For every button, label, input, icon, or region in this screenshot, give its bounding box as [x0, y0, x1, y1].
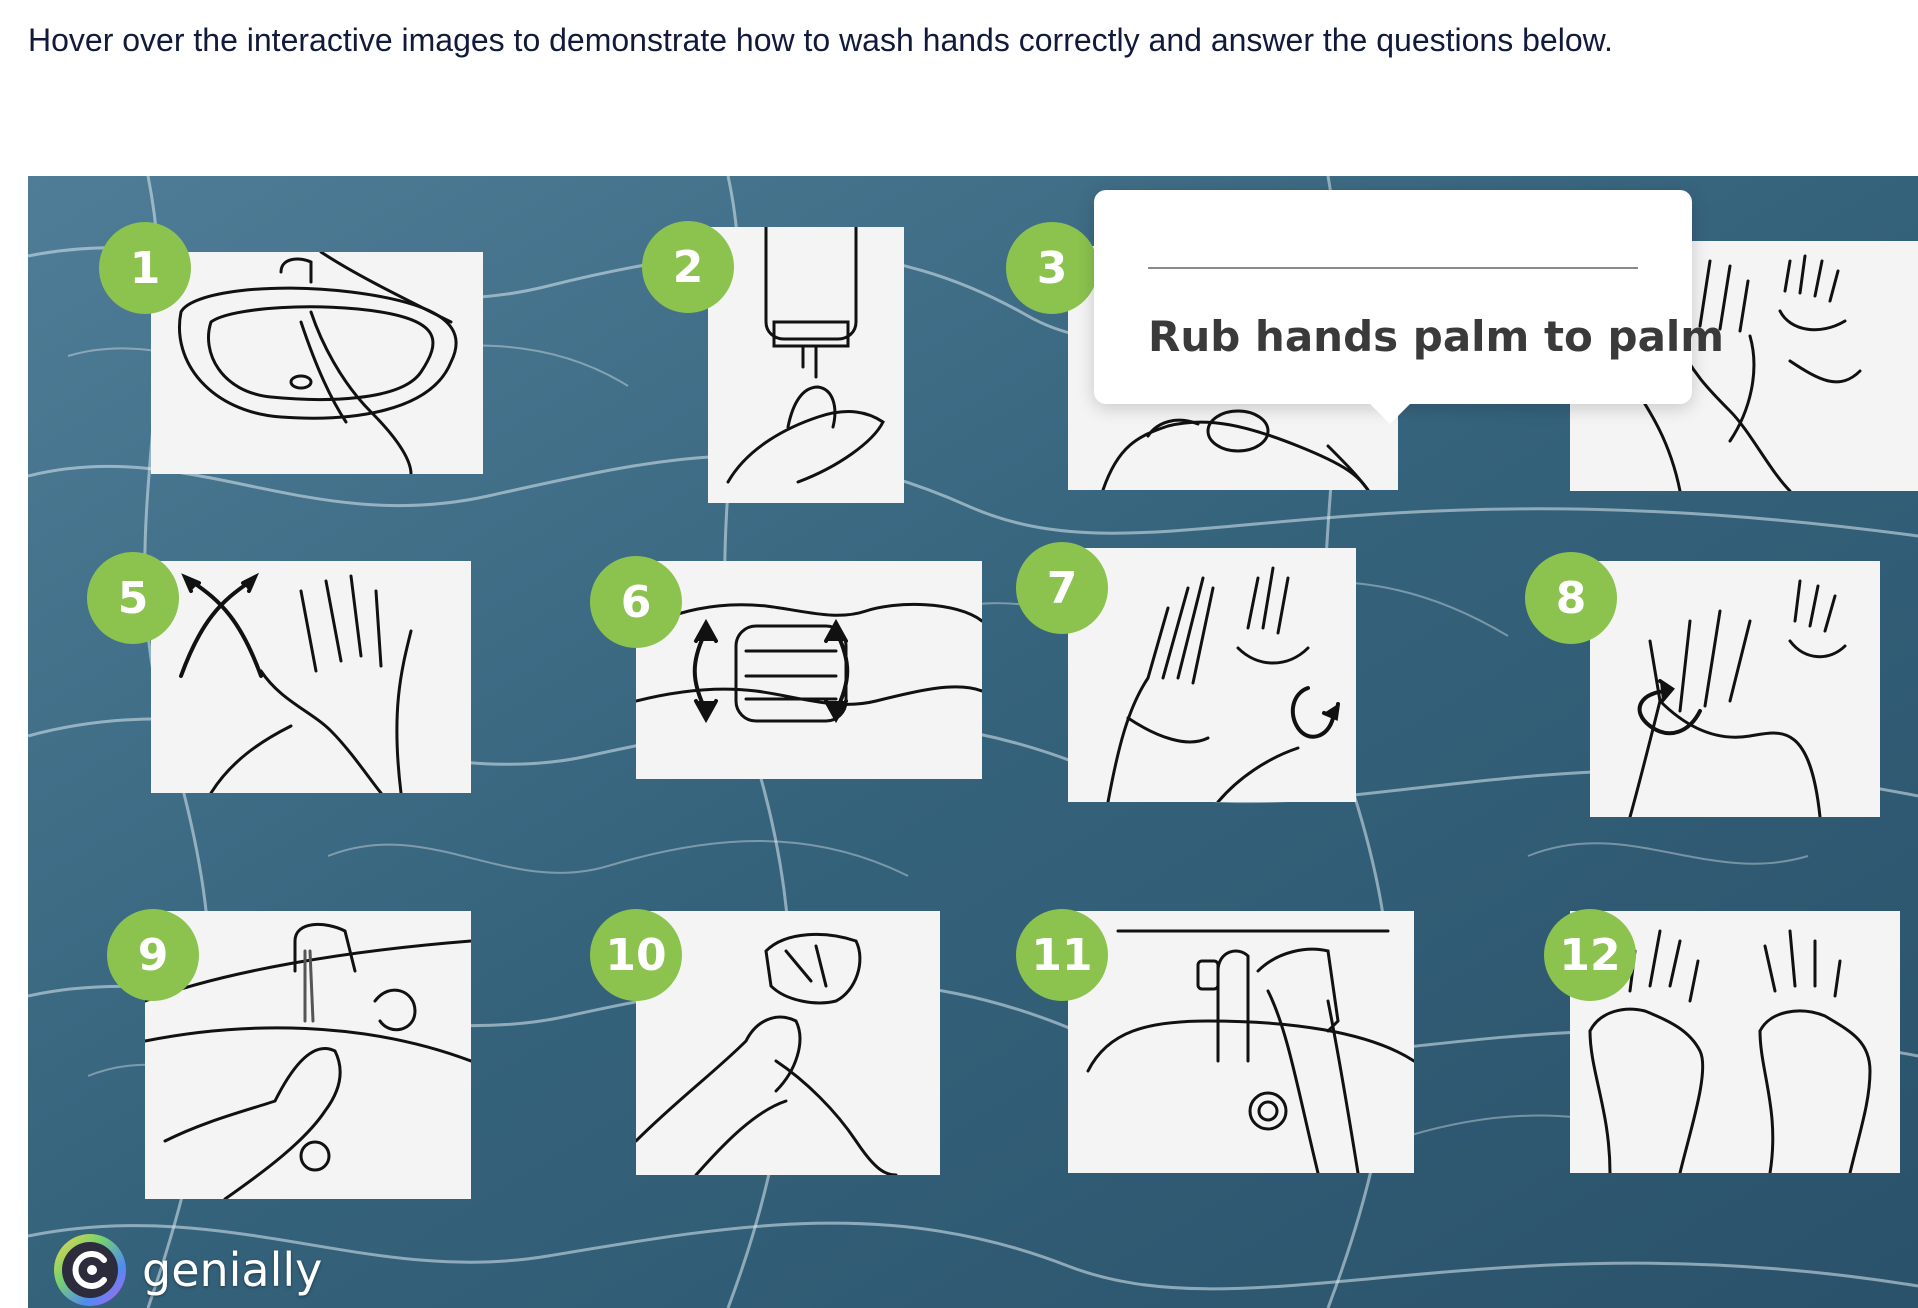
sink-tap-icon	[178, 252, 458, 474]
step-6-image[interactable]	[636, 561, 982, 779]
step-8-image[interactable]	[1590, 561, 1880, 817]
step-11-badge[interactable]: 11	[1016, 909, 1108, 1001]
tooltip-arrow	[1370, 404, 1410, 424]
step-7-image[interactable]	[1068, 548, 1356, 802]
genially-logo-text: genially	[142, 1243, 323, 1297]
interactive-image-area: 1 2 3	[28, 176, 1918, 1308]
step-3-tooltip: Rub hands palm to palm	[1094, 190, 1724, 424]
step-5-image[interactable]	[151, 561, 471, 793]
turn-off-tap-with-towel-icon	[1086, 929, 1414, 1173]
step-7-badge[interactable]: 7	[1016, 542, 1108, 634]
palm-to-palm-icon	[1101, 409, 1370, 490]
dry-with-towel-icon	[636, 932, 898, 1175]
genially-logo[interactable]: genially	[50, 1230, 322, 1308]
step-3-badge[interactable]: 3	[1006, 222, 1098, 314]
step-1-badge[interactable]: 1	[99, 222, 191, 314]
genially-logo-icon	[54, 1234, 126, 1306]
step-9-image[interactable]	[145, 911, 471, 1199]
tooltip-divider	[1148, 267, 1638, 269]
step-12-badge[interactable]: 12	[1544, 909, 1636, 1001]
soap-dispenser-icon	[726, 227, 885, 484]
step-8-badge[interactable]: 8	[1525, 552, 1617, 644]
step-11-image[interactable]	[1068, 911, 1414, 1173]
step-10-badge[interactable]: 10	[590, 909, 682, 1001]
thumbs-rotation-icon	[1106, 566, 1340, 802]
rub-fingertips-icon	[1628, 579, 1847, 817]
step-2-badge[interactable]: 2	[642, 221, 734, 313]
step-1-image[interactable]	[151, 252, 483, 474]
step-5-badge[interactable]: 5	[87, 552, 179, 644]
step-10-image[interactable]	[636, 911, 940, 1175]
step-9-badge[interactable]: 9	[107, 909, 199, 1001]
interlaced-fingers-icon	[179, 572, 413, 793]
instructions-text: Hover over the interactive images to dem…	[28, 22, 1613, 58]
step-6-badge[interactable]: 6	[590, 556, 682, 648]
fingers-interlocked-icon	[636, 602, 982, 724]
tooltip-text: Rub hands palm to palm	[1148, 312, 1725, 361]
step-2-image[interactable]	[708, 227, 904, 503]
